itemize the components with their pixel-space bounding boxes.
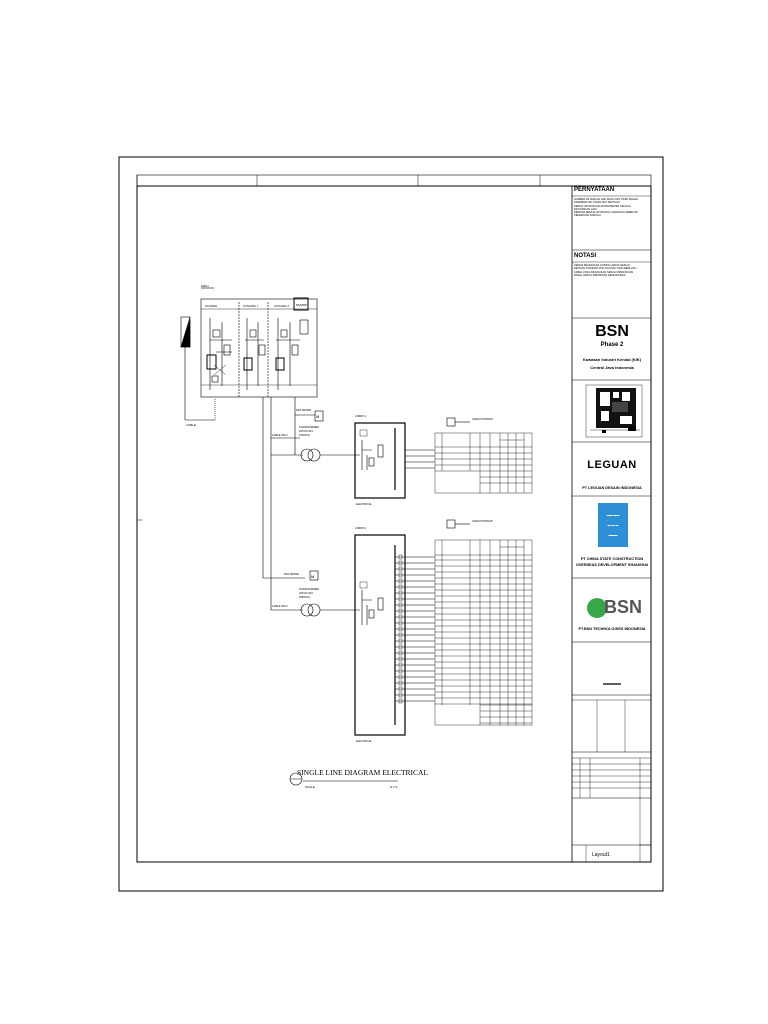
feeder-breaker — [398, 626, 403, 632]
contractor-name: PT CHINA STATE CONSTRUCTION — [580, 557, 644, 561]
note-line: DIPERBANYAK TANPA IZIN TERTULIS — [574, 201, 620, 205]
svg-text:CABLE 20KV: CABLE 20KV — [272, 604, 288, 608]
project-phase: Phase 2 — [600, 342, 624, 348]
svg-text:TRANSFORMER: TRANSFORMER — [299, 587, 319, 591]
notation-header: NOTASI — [574, 253, 597, 259]
feeder-breaker — [398, 590, 403, 596]
svg-text:INCOMING: INCOMING — [205, 305, 217, 308]
lvmdp-1 — [354, 422, 406, 499]
feeder-breaker — [398, 698, 403, 704]
inner-frame — [136, 185, 652, 863]
svg-text:TRANSFORMER: TRANSFORMER — [299, 425, 319, 429]
layout-name: Layout1 — [592, 852, 610, 858]
svg-text:20KV/0.4KV: 20KV/0.4KV — [299, 429, 313, 433]
svg-text:N.T.S: N.T.S — [390, 785, 397, 789]
svg-text:SCALE: SCALE — [305, 785, 315, 789]
feeder-breaker — [398, 632, 403, 638]
single-line-diagram: CABLE MAIN INCOMING OUTGOING 1 OUTGOING … — [180, 284, 533, 743]
note-line: SEMUA UKURAN DALAM MILIMETER KECUALI — [574, 204, 632, 208]
border-strip — [136, 174, 652, 187]
svg-text:CABLE 20KV: CABLE 20KV — [272, 433, 288, 437]
svg-text:MVMDP: MVMDP — [296, 303, 307, 307]
svg-text:20KV/0.4KV: 20KV/0.4KV — [299, 591, 313, 595]
mv-switchgear — [200, 298, 318, 398]
note-line: GAMBAR INI ADALAH HAK MILIK DAN TIDAK BO… — [574, 198, 638, 201]
notes-lines: GAMBAR INI ADALAH HAK MILIK DAN TIDAK BO… — [574, 198, 650, 218]
svg-text:ELECTRICAL: ELECTRICAL — [356, 502, 373, 506]
svg-text:M: M — [316, 414, 319, 419]
feeder-breaker — [398, 602, 403, 608]
table-2-rows — [395, 554, 532, 724]
svg-text:OUTGOING 1: OUTGOING 1 — [243, 305, 259, 308]
note-line: SEMUA PEKERJAAN LISTRIK HARUS SESUAI — [574, 264, 630, 267]
architect-name: PT LEGUAN DESAIN INDONESIA — [582, 486, 642, 490]
key-plan — [585, 384, 643, 438]
feeder-breaker — [398, 614, 403, 620]
note-line: KABEL YANG DIGUNAKAN SESUAI SPESIFIKASI — [574, 270, 634, 274]
owner-name: PT.BSN TECHNOLOGIES INDONESIA — [578, 627, 646, 631]
feeder-breaker — [398, 686, 403, 692]
feeder-breaker — [398, 638, 403, 644]
note-line: PERIKSA SEMUA UKURAN DI LAPANGAN SEBELUM — [574, 211, 638, 215]
feeder-breaker — [398, 560, 403, 566]
contractor-logo-icon: ▬▬ ▬▬ ▬ ▬ ▬ ▬▬▬ — [598, 503, 628, 547]
project-area: Kawasan Industri Kendal (KIK) — [582, 357, 642, 362]
feeder-breaker — [398, 674, 403, 680]
owner-logo: BSN — [604, 597, 643, 617]
feeder-breaker — [398, 692, 403, 698]
note-line: DENGAN STANDAR PUIL DAN SNI YANG BERLAKU — [574, 267, 637, 271]
svg-text:OUTGOING 2: OUTGOING 2 — [274, 305, 290, 308]
feeder-breaker — [398, 584, 403, 590]
bsn-logo-icon — [587, 598, 607, 618]
note-line: PEKERJAAN DIMULAI — [574, 214, 601, 218]
load-table-2 — [434, 539, 533, 726]
svg-text:1600KVA: 1600KVA — [299, 433, 310, 437]
svg-text:CAPACITOR BANK: CAPACITOR BANK — [472, 520, 493, 523]
feeder-breaker — [398, 668, 403, 674]
svg-text:LVMDP-1: LVMDP-1 — [355, 414, 367, 418]
title-block — [571, 185, 652, 863]
feeder-breaker — [398, 650, 403, 656]
outer-frame — [118, 156, 664, 892]
svg-text:2500KVA: 2500KVA — [299, 595, 310, 599]
note-line: DINYATAKAN LAIN — [574, 207, 597, 211]
feeder-breaker — [398, 680, 403, 686]
transformer-2 — [300, 603, 314, 617]
architect-logo: LEGUAN — [587, 459, 637, 471]
feeder-breaker — [398, 572, 403, 578]
svg-text:kWh METER: kWh METER — [284, 572, 299, 576]
note-line: PANEL HARUS DIBUMIKAN DENGAN BAIK — [574, 273, 626, 277]
svg-text:ELECTRICAL: ELECTRICAL — [356, 739, 373, 743]
contractor-name-2: OVERSEAS DEVELOPMENT SHANGHAI — [575, 563, 649, 567]
feeder-breaker — [398, 656, 403, 662]
svg-text:LVMDP-2: LVMDP-2 — [355, 526, 367, 530]
feeder-breaker — [398, 578, 403, 584]
project-name: BSN — [595, 323, 629, 340]
feeder-breaker — [398, 644, 403, 650]
feeder-breaker — [398, 554, 403, 560]
svg-text:CABLE: CABLE — [186, 423, 196, 427]
notes-header: PERNYATAAN — [574, 187, 615, 193]
feeder-breaker — [398, 620, 403, 626]
drawing-title: SINGLE LINE DIAGRAM ELECTRICAL — [297, 768, 429, 777]
svg-text:CAPACITOR BANK: CAPACITOR BANK — [472, 418, 493, 421]
svg-text:kWh METER: kWh METER — [296, 408, 311, 412]
feeder-breaker — [398, 662, 403, 668]
transformer-1 — [300, 448, 314, 462]
project-location: Central Java Indonesia — [590, 365, 634, 370]
svg-text:MAIN: MAIN — [201, 284, 209, 288]
load-table-1 — [434, 432, 533, 494]
feeder-breaker — [398, 596, 403, 602]
drawing-title-block: SCALE N.T.S — [289, 772, 398, 789]
feeder-breaker — [398, 608, 403, 614]
feeder-breaker — [398, 566, 403, 572]
svg-text:M: M — [311, 574, 314, 579]
